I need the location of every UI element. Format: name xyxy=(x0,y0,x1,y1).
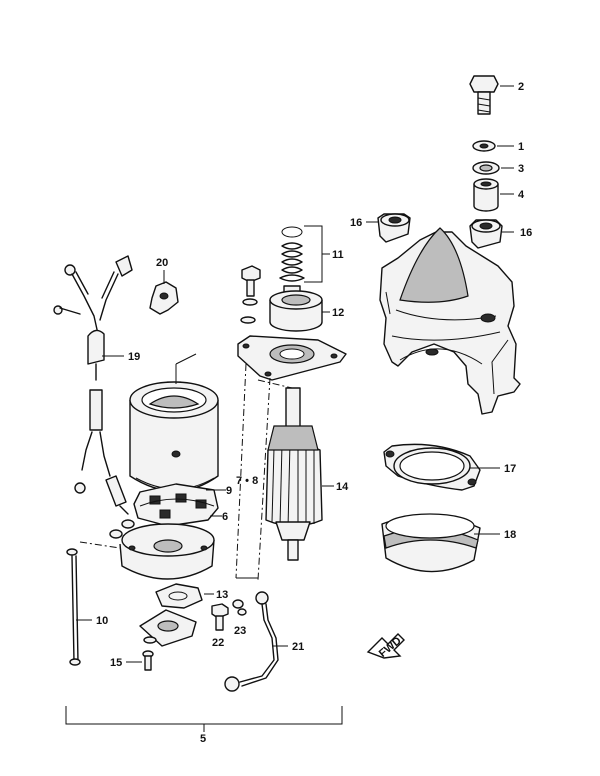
callout-6: 6 xyxy=(222,511,228,523)
callout-22: 22 xyxy=(212,637,224,649)
callout-17: 17 xyxy=(504,463,516,475)
callout-21: 21 xyxy=(292,641,304,653)
part-brush-holder[interactable] xyxy=(133,483,219,527)
callout-20: 20 xyxy=(156,257,168,269)
callout-13: 13 xyxy=(216,589,228,601)
part-washer-23[interactable] xyxy=(232,599,247,616)
callout-18: 18 xyxy=(504,529,516,541)
part-yoke-housing[interactable] xyxy=(129,381,219,492)
callout-4: 4 xyxy=(518,189,525,201)
part-pinion-spring[interactable] xyxy=(279,226,305,297)
part-screw[interactable] xyxy=(142,650,154,671)
callout-5: 5 xyxy=(200,733,206,745)
callout-14: 14 xyxy=(336,481,349,493)
part-end-frame[interactable] xyxy=(237,335,347,381)
part-ring-plate[interactable] xyxy=(383,443,481,491)
part-grommet-left[interactable] xyxy=(377,213,411,243)
fwd-arrow-marker: FWD xyxy=(366,633,405,660)
callout-1: 1 xyxy=(518,141,524,153)
part-nuts[interactable] xyxy=(109,519,135,539)
callout-12: 12 xyxy=(332,307,344,319)
part-starter-bracket[interactable] xyxy=(379,227,521,415)
part-terminal-plate[interactable] xyxy=(139,609,197,647)
callout-19: 19 xyxy=(128,351,140,363)
callout-16-right: 16 xyxy=(520,227,532,239)
callout-9: 9 xyxy=(226,485,232,497)
part-band[interactable] xyxy=(381,513,481,573)
part-collar[interactable] xyxy=(473,178,499,212)
assembly-bracket xyxy=(65,706,343,732)
part-insulator[interactable] xyxy=(155,583,203,609)
alignment-lines xyxy=(79,363,293,581)
part-spring-washer[interactable] xyxy=(472,161,500,175)
part-bolt-22[interactable] xyxy=(211,603,229,631)
callout-11: 11 xyxy=(332,249,344,261)
callout-3: 3 xyxy=(518,163,524,175)
part-pinion-gear[interactable] xyxy=(269,290,323,332)
callout-7-8: 7 • 8 xyxy=(236,475,258,487)
callout-2: 2 xyxy=(518,81,524,93)
part-clamp[interactable] xyxy=(149,281,179,315)
part-bolt[interactable] xyxy=(469,75,499,115)
part-end-cap[interactable] xyxy=(119,523,215,580)
part-armature[interactable] xyxy=(265,387,323,561)
part-cable[interactable] xyxy=(224,591,279,692)
part-small-bolt[interactable] xyxy=(240,265,261,324)
callout-10: 10 xyxy=(96,615,108,627)
part-grommet-right[interactable] xyxy=(469,219,503,249)
part-wire-harness[interactable] xyxy=(53,255,133,515)
callout-15: 15 xyxy=(110,657,122,669)
part-through-bolt[interactable] xyxy=(66,548,81,666)
callout-23: 23 xyxy=(234,625,246,637)
callout-16-left: 16 xyxy=(350,217,362,229)
part-washer[interactable] xyxy=(472,140,496,152)
